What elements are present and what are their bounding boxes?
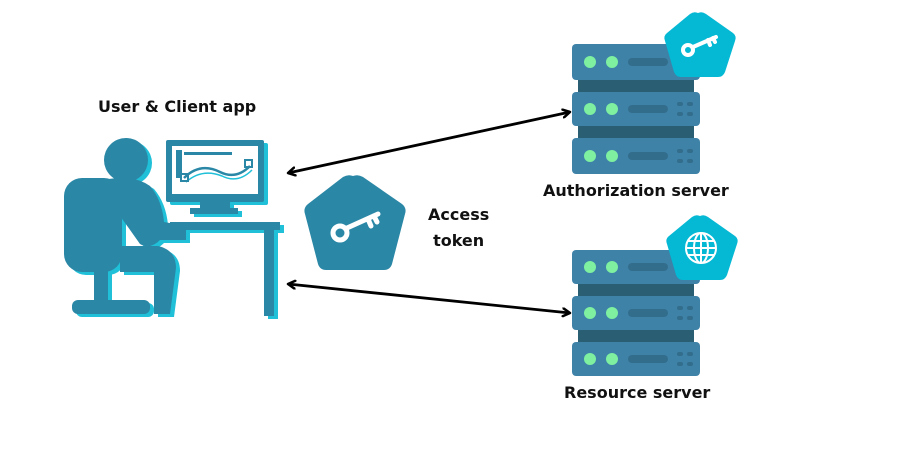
resource-server-rack-icon (572, 250, 700, 376)
auth-server-label: Authorization server (543, 181, 729, 200)
resource-server-label: Resource server (564, 383, 711, 402)
access-token-label-line1: Access (428, 205, 490, 224)
auth-server-key-badge (664, 12, 736, 78)
client-label: User & Client app (98, 97, 257, 116)
access-token-label-line2: token (433, 231, 485, 250)
auth-server-rack-icon (572, 44, 700, 174)
access-token-icon (304, 175, 406, 270)
resource-server-globe-badge (666, 215, 738, 280)
arrow-client-auth-server (288, 112, 570, 173)
access-token-label: Access token (428, 202, 489, 254)
key-icon (330, 211, 381, 243)
key-icon (681, 35, 718, 57)
user-at-computer-icon (64, 138, 284, 319)
arrow-client-resource-server (288, 284, 570, 313)
globe-icon (685, 232, 717, 264)
